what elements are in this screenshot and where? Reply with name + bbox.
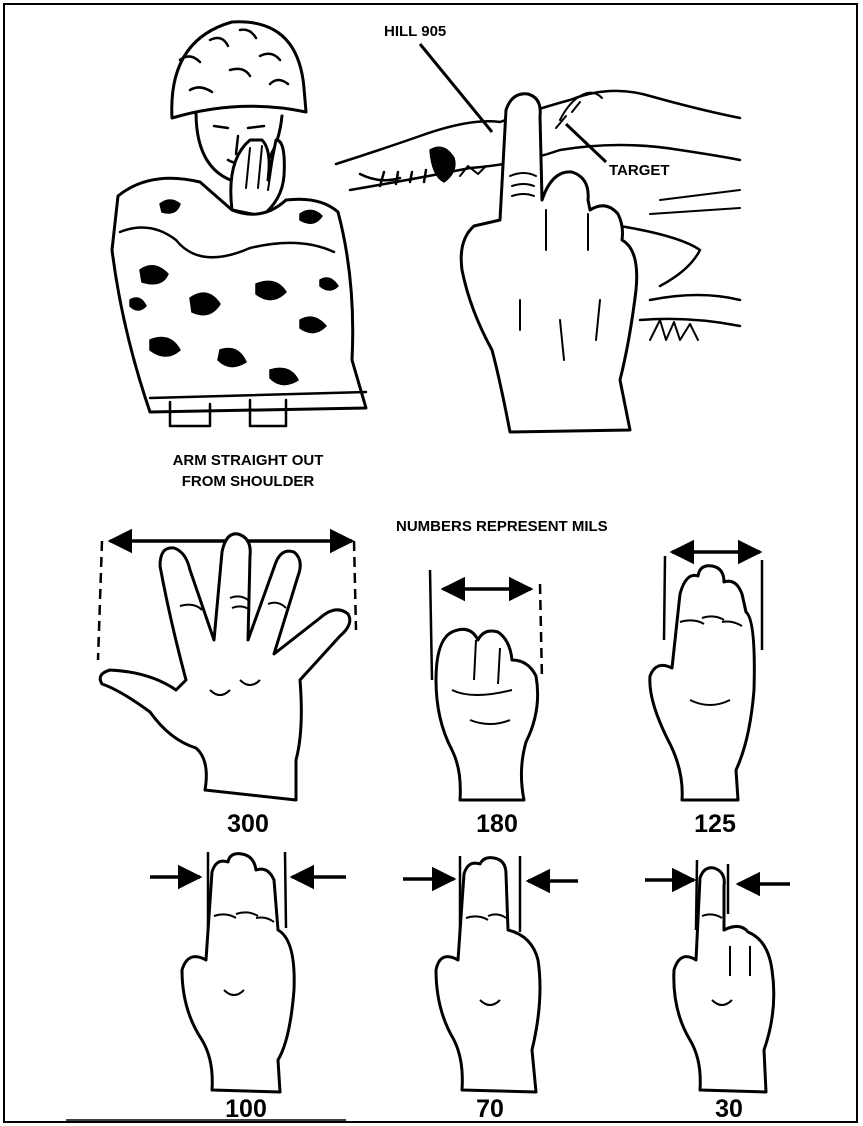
hill-leader-line — [420, 44, 492, 132]
hand-180-illustration — [430, 570, 542, 800]
mil-value-70: 70 — [430, 1097, 550, 1122]
mil-value-180: 180 — [437, 812, 557, 837]
hand-300-illustration — [98, 534, 356, 800]
arm-instruction-line2: FROM SHOULDER — [128, 474, 368, 489]
hill-label: HILL 905 — [384, 24, 446, 39]
mil-value-300: 300 — [188, 812, 308, 837]
hand-125-illustration — [650, 552, 762, 800]
target-label: TARGET — [609, 163, 670, 178]
hand-30-illustration — [645, 860, 790, 1092]
mil-value-30: 30 — [669, 1097, 789, 1122]
hand-70-illustration — [403, 856, 578, 1092]
target-leader-line — [566, 124, 606, 162]
mil-value-125: 125 — [655, 812, 775, 837]
soldier-illustration — [112, 22, 366, 426]
mil-value-100: 100 — [186, 1097, 306, 1122]
arm-instruction-line1: ARM STRAIGHT OUT — [128, 453, 368, 468]
mils-note: NUMBERS REPRESENT MILS — [396, 519, 608, 534]
hand-100-illustration — [150, 852, 346, 1092]
